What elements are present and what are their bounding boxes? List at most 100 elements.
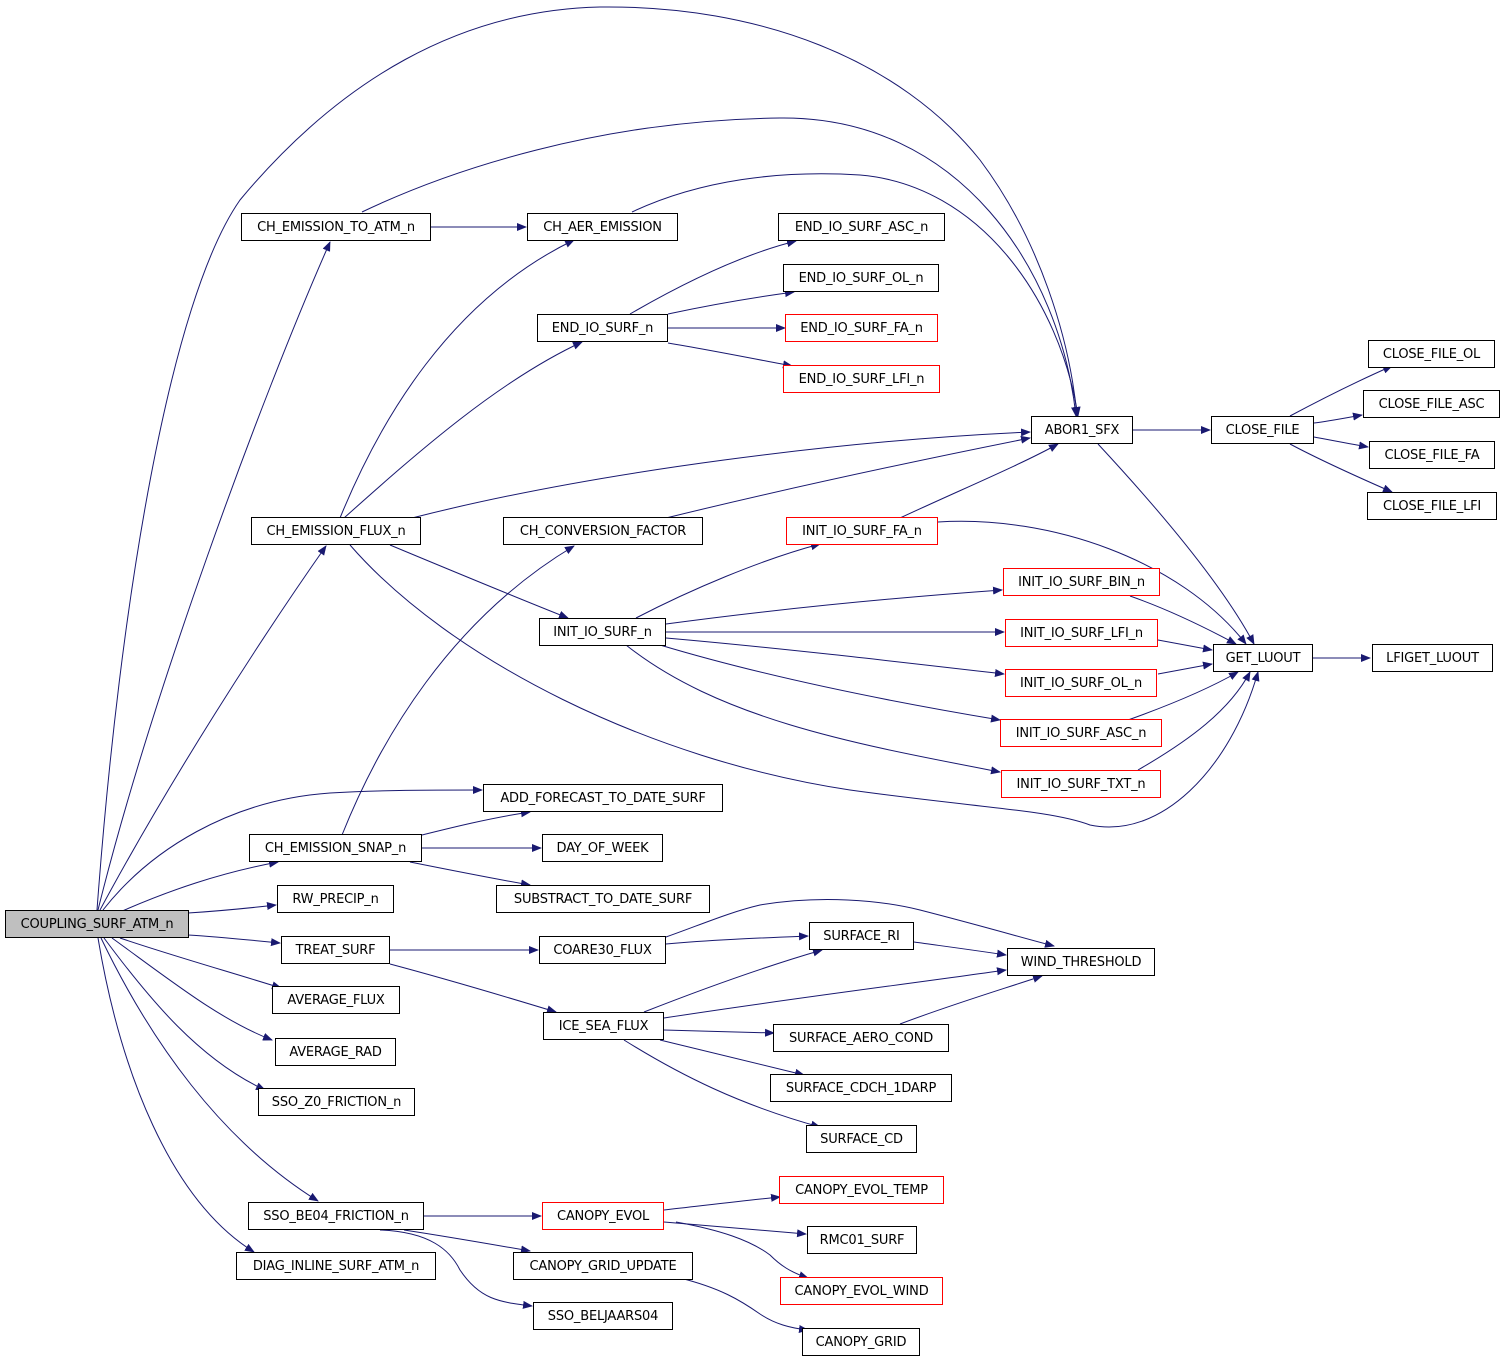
- edge-txt-to-get-luout: [1137, 671, 1251, 771]
- node-end-io-surf-n[interactable]: END_IO_SURF_n: [537, 314, 668, 342]
- node-surface-aero-cond[interactable]: SURFACE_AERO_COND: [773, 1024, 949, 1052]
- node-day-of-week[interactable]: DAY_OF_WEEK: [542, 834, 663, 862]
- edge-ch-emission-flux-to-ch-aer: [339, 239, 575, 519]
- node-ch-emission-to-atm-n[interactable]: CH_EMISSION_TO_ATM_n: [241, 213, 431, 241]
- node-init-io-surf-ol-n[interactable]: INIT_IO_SURF_OL_n: [1005, 669, 1157, 697]
- node-average-rad[interactable]: AVERAGE_RAD: [275, 1038, 396, 1066]
- node-end-io-surf-lfi-n[interactable]: END_IO_SURF_LFI_n: [783, 365, 940, 393]
- edge-coupling-to-ch-emission-to-atm: [97, 241, 331, 911]
- node-ice-sea-flux[interactable]: ICE_SEA_FLUX: [543, 1012, 664, 1040]
- node-close-file-ol[interactable]: CLOSE_FILE_OL: [1368, 340, 1495, 368]
- node-abor1-sfx[interactable]: ABOR1_SFX: [1031, 416, 1133, 444]
- node-wind-threshold[interactable]: WIND_THRESHOLD: [1007, 948, 1155, 976]
- node-ch-conversion-factor[interactable]: CH_CONVERSION_FACTOR: [503, 517, 703, 545]
- node-surface-ri[interactable]: SURFACE_RI: [809, 922, 914, 950]
- node-canopy-grid[interactable]: CANOPY_GRID: [802, 1328, 920, 1356]
- node-sso-z0-friction-n[interactable]: SSO_Z0_FRICTION_n: [258, 1088, 415, 1116]
- edge-coupling-to-add-forecast: [102, 786, 483, 911]
- node-init-io-surf-asc-n[interactable]: INIT_IO_SURF_ASC_n: [1000, 719, 1162, 747]
- edge-ch-emission-flux-to-get-luout: [349, 544, 1260, 828]
- edge-coupling-to-rw-precip: [187, 902, 277, 914]
- node-end-io-surf-asc-n[interactable]: END_IO_SURF_ASC_n: [778, 213, 945, 241]
- edge-ch-emission-flux-to-end-io: [343, 341, 583, 519]
- edge-coupling-to-diag-inline: [97, 937, 255, 1253]
- edge-init-io-to-fa: [635, 542, 821, 619]
- edge-init-io-to-asc: [659, 644, 1001, 723]
- node-init-io-surf-fa-n[interactable]: INIT_IO_SURF_FA_n: [786, 517, 938, 545]
- edge-coare-to-wind: [665, 899, 1055, 948]
- node-coare30-flux[interactable]: COARE30_FLUX: [539, 936, 666, 964]
- node-diag-inline-surf-atm-n[interactable]: DIAG_INLINE_SURF_ATM_n: [236, 1252, 436, 1280]
- edge-treat-to-ice-sea: [389, 963, 557, 1014]
- edge-aero-to-wind: [899, 975, 1043, 1025]
- edge-coupling-to-ch-emission-flux: [99, 545, 327, 911]
- node-surface-cd[interactable]: SURFACE_CD: [806, 1125, 917, 1153]
- node-end-io-surf-ol-n[interactable]: END_IO_SURF_OL_n: [783, 264, 939, 292]
- node-canopy-evol-temp[interactable]: CANOPY_EVOL_TEMP: [779, 1176, 944, 1204]
- edge-ch-emission-to-atm-to-abor1: [361, 117, 1079, 417]
- edge-canopy-to-temp: [663, 1193, 781, 1211]
- edge-ice-to-aero: [663, 1028, 775, 1037]
- edge-ice-to-cdch: [659, 1039, 805, 1077]
- node-canopy-evol[interactable]: CANOPY_EVOL: [542, 1202, 664, 1230]
- edge-close-file-to-fa: [1313, 436, 1369, 450]
- edge-coupling-to-average-flux: [119, 937, 282, 990]
- node-sso-beljaars04[interactable]: SSO_BELJAARS04: [533, 1302, 673, 1330]
- edge-ch-emission-flux-to-init-io: [389, 544, 569, 619]
- node-canopy-evol-wind[interactable]: CANOPY_EVOL_WIND: [780, 1277, 943, 1305]
- node-canopy-grid-update[interactable]: CANOPY_GRID_UPDATE: [513, 1252, 693, 1280]
- node-init-io-surf-n[interactable]: INIT_IO_SURF_n: [539, 618, 666, 646]
- edge-abor1-to-get-luout: [1097, 443, 1255, 645]
- node-treat-surf[interactable]: TREAT_SURF: [281, 936, 390, 964]
- edge-close-file-to-lfi: [1289, 443, 1393, 493]
- node-ch-emission-snap-n[interactable]: CH_EMISSION_SNAP_n: [249, 834, 422, 862]
- edge-ice-to-surface-ri: [643, 948, 823, 1013]
- node-close-file[interactable]: CLOSE_FILE: [1211, 416, 1314, 444]
- node-get-luout[interactable]: GET_LUOUT: [1213, 644, 1313, 672]
- edge-canopy-to-rmc01: [663, 1221, 807, 1238]
- edge-be04-to-beljaars: [379, 1229, 533, 1309]
- edge-lfi-to-get-luout: [1157, 639, 1213, 653]
- node-surface-cdch-1darp[interactable]: SURFACE_CDCH_1DARP: [770, 1074, 952, 1102]
- edge-grid-update-to-grid: [679, 1277, 809, 1333]
- edge-init-fa-to-get-luout: [937, 520, 1247, 645]
- edge-ice-to-cd: [623, 1039, 821, 1129]
- node-close-file-lfi[interactable]: CLOSE_FILE_LFI: [1367, 492, 1497, 520]
- edge-end-io-to-asc: [629, 239, 797, 315]
- edge-init-fa-to-abor1: [899, 443, 1059, 519]
- node-coupling-surf-atm-n: COUPLING_SURF_ATM_n: [5, 910, 189, 938]
- node-init-io-surf-bin-n[interactable]: INIT_IO_SURF_BIN_n: [1003, 568, 1160, 596]
- edge-snap-to-ch-conversion: [341, 545, 575, 836]
- edge-canopy-to-wind: [675, 1221, 809, 1279]
- node-lfiget-luout[interactable]: LFIGET_LUOUT: [1372, 644, 1493, 672]
- node-init-io-surf-lfi-n[interactable]: INIT_IO_SURF_LFI_n: [1005, 619, 1158, 647]
- node-close-file-fa[interactable]: CLOSE_FILE_FA: [1369, 441, 1495, 469]
- edge-end-io-to-lfi: [667, 342, 793, 369]
- node-average-flux[interactable]: AVERAGE_FLUX: [272, 986, 400, 1014]
- edge-coare-to-surface-ri: [665, 932, 809, 945]
- edge-be04-to-grid-update: [403, 1229, 531, 1254]
- node-close-file-asc[interactable]: CLOSE_FILE_ASC: [1363, 390, 1500, 418]
- node-end-io-surf-fa-n[interactable]: END_IO_SURF_FA_n: [785, 314, 938, 342]
- node-rmc01-surf[interactable]: RMC01_SURF: [807, 1226, 917, 1254]
- edge-init-io-to-ol: [665, 637, 1005, 677]
- edge-coupling-to-abor1: [96, 6, 1081, 911]
- edge-coupling-to-sso-be04: [100, 937, 319, 1202]
- node-init-io-surf-txt-n[interactable]: INIT_IO_SURF_TXT_n: [1001, 770, 1161, 798]
- edge-ch-emission-flux-to-abor1: [411, 428, 1031, 519]
- node-add-forecast-to-date-surf[interactable]: ADD_FORECAST_TO_DATE_SURF: [483, 784, 723, 812]
- node-sso-be04-friction-n[interactable]: SSO_BE04_FRICTION_n: [248, 1202, 424, 1230]
- edge-init-io-to-txt: [625, 644, 1001, 775]
- edge-snap-to-add-forecast: [421, 809, 531, 836]
- edge-asc-to-get-luout: [1127, 671, 1239, 721]
- edge-ice-to-wind: [663, 967, 1007, 1019]
- node-substract-to-date-surf[interactable]: SUBSTRACT_TO_DATE_SURF: [496, 885, 710, 913]
- edge-coupling-to-treat-surf: [187, 934, 281, 947]
- node-ch-aer-emission[interactable]: CH_AER_EMISSION: [527, 213, 678, 241]
- edge-ch-aer-to-abor1: [631, 173, 1081, 417]
- edge-coupling-to-average-rad: [111, 937, 273, 1041]
- edge-ol-to-get-luout: [1157, 661, 1213, 675]
- node-ch-emission-flux-n[interactable]: CH_EMISSION_FLUX_n: [251, 517, 421, 545]
- node-rw-precip-n[interactable]: RW_PRECIP_n: [277, 885, 394, 913]
